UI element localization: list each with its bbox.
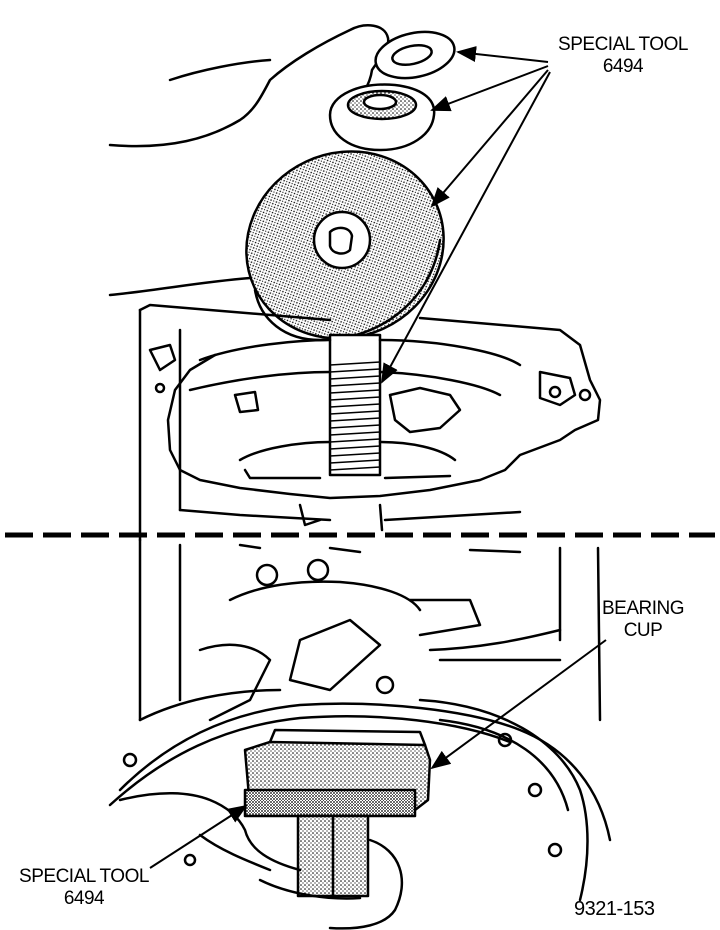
callout-special-tool-bottom-line2: 6494 bbox=[63, 888, 105, 909]
callout-special-tool-top: SPECIAL TOOL 6494 bbox=[548, 34, 698, 78]
special-tool-washer bbox=[374, 30, 456, 80]
leader-special-tool-top-2 bbox=[430, 65, 549, 112]
callout-special-tool-top-line1: SPECIAL TOOL bbox=[558, 34, 688, 55]
figure-number: 9321-153 bbox=[574, 898, 655, 920]
leader-special-tool-top-1 bbox=[456, 46, 549, 63]
transmission-housing-upper bbox=[138, 303, 602, 500]
callout-special-tool-bottom: SPECIAL TOOL 6494 bbox=[4, 866, 164, 910]
hand-upper bbox=[108, 24, 390, 148]
leader-special-tool-bottom bbox=[149, 804, 248, 869]
leader-special-tool-top-4 bbox=[381, 71, 551, 384]
leader-bearing-cup bbox=[430, 639, 607, 770]
leader-special-tool-top-3 bbox=[430, 69, 549, 208]
callout-special-tool-top-line2: 6494 bbox=[602, 56, 644, 77]
callout-bearing-cup: BEARING CUP bbox=[588, 598, 698, 642]
callout-special-tool-bottom-line1: SPECIAL TOOL bbox=[19, 866, 149, 887]
transmission-housing-lower bbox=[138, 538, 602, 722]
callout-bearing-cup-line1: BEARING bbox=[601, 598, 685, 619]
special-tool-installer-block bbox=[243, 788, 417, 818]
callout-bearing-cup-line2: CUP bbox=[623, 620, 663, 641]
